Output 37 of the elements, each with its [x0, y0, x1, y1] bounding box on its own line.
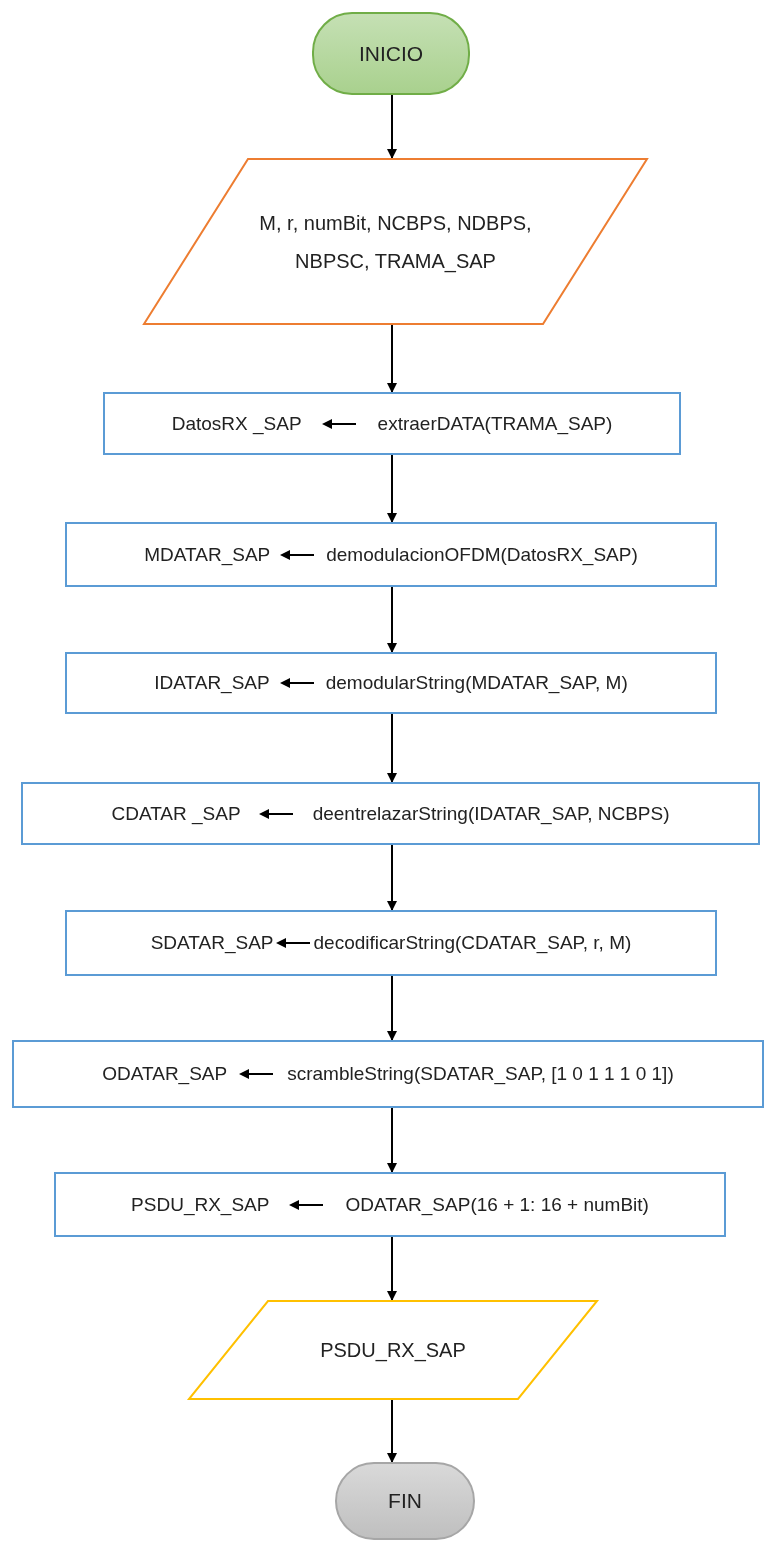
arrow	[387, 586, 397, 653]
process-box	[21, 782, 760, 845]
variable-name: SDATAR_SAP	[150, 932, 274, 954]
input-output-parallelogram	[188, 1300, 598, 1400]
variable-name: MDATAR_SAP	[144, 543, 271, 566]
io-label: M, r, numBit, NCBPS, NDBPS, NBPSC, TRAMA_SAP	[258, 210, 533, 275]
process-box	[103, 392, 681, 455]
arrow	[387, 1107, 397, 1173]
process-box	[12, 1040, 764, 1108]
arrow	[387, 713, 397, 783]
variable-name: ODATAR_SAP	[102, 1063, 228, 1085]
variable-name: CDATAR _SAP	[111, 802, 241, 825]
process-box	[65, 910, 717, 976]
arrow	[387, 94, 397, 159]
arrow	[387, 1236, 397, 1301]
arrow	[387, 844, 397, 911]
process-box	[65, 652, 717, 714]
function-call: scrambleString(SDATAR_SAP, [1 0 1 1 1 0 1])	[287, 1063, 674, 1085]
function-call: demodulacionOFDM(DatosRX_SAP)	[326, 543, 638, 566]
input-output-parallelogram	[143, 158, 648, 325]
function-call: ODATAR_SAP(16 + 1: 16 + numBit)	[345, 1193, 649, 1216]
arrow	[387, 324, 397, 393]
variable-name: IDATAR_SAP	[154, 672, 270, 694]
arrow	[387, 975, 397, 1041]
process-box	[54, 1172, 726, 1237]
variable-name: PSDU_RX_SAP	[131, 1193, 270, 1216]
process-box	[65, 522, 717, 587]
io-label: PSDU_RX_SAP	[320, 1338, 466, 1364]
function-call: extraerDATA(TRAMA_SAP)	[377, 412, 613, 435]
variable-name: DatosRX _SAP	[171, 412, 302, 435]
terminal-label: FIN	[388, 1489, 422, 1513]
function-call: demodularString(MDATAR_SAP, M)	[325, 672, 628, 694]
arrow	[387, 1399, 397, 1463]
terminal-label: INICIO	[358, 41, 424, 66]
arrow	[387, 454, 397, 523]
function-call: decodificarString(CDATAR_SAP, r, M)	[313, 932, 632, 954]
function-call: deentrelazarString(IDATAR_SAP, NCBPS)	[312, 802, 670, 825]
